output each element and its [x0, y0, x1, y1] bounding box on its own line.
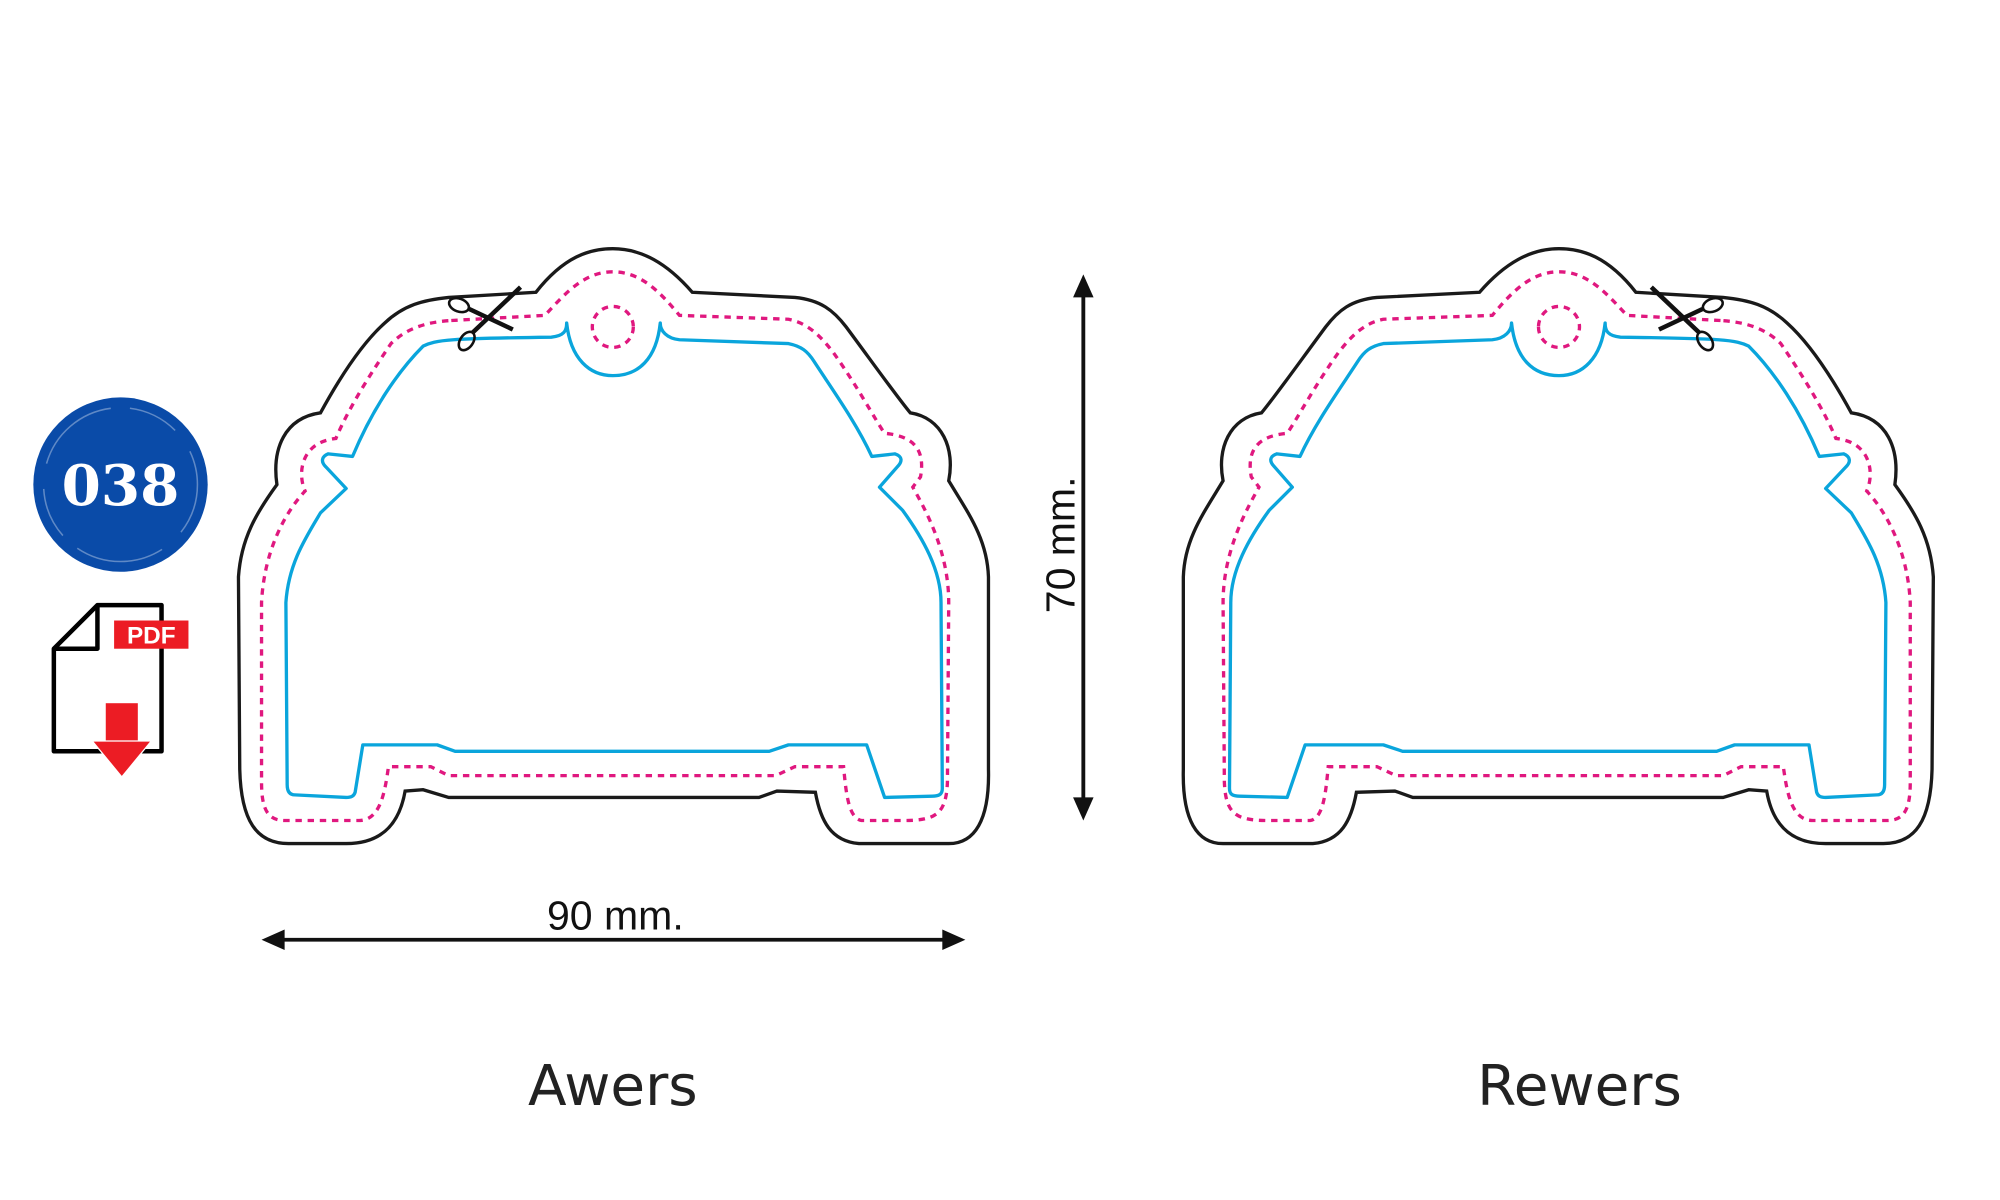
height-dimension: 70 mm. — [1037, 274, 1094, 821]
back-side-label: Rewers — [1477, 1054, 1682, 1119]
back-side-template — [1183, 249, 1933, 844]
height-label: 70 mm. — [1037, 476, 1083, 613]
width-dimension: 90 mm. — [261, 892, 966, 950]
badge-number: 038 — [62, 453, 180, 519]
pdf-label: PDF — [127, 623, 176, 650]
front-side-template — [238, 249, 988, 844]
template-number-badge: 038 — [33, 397, 208, 572]
width-label: 90 mm. — [547, 892, 684, 938]
front-side-label: Awers — [528, 1054, 698, 1119]
pdf-download-icon[interactable]: PDF — [51, 602, 189, 778]
